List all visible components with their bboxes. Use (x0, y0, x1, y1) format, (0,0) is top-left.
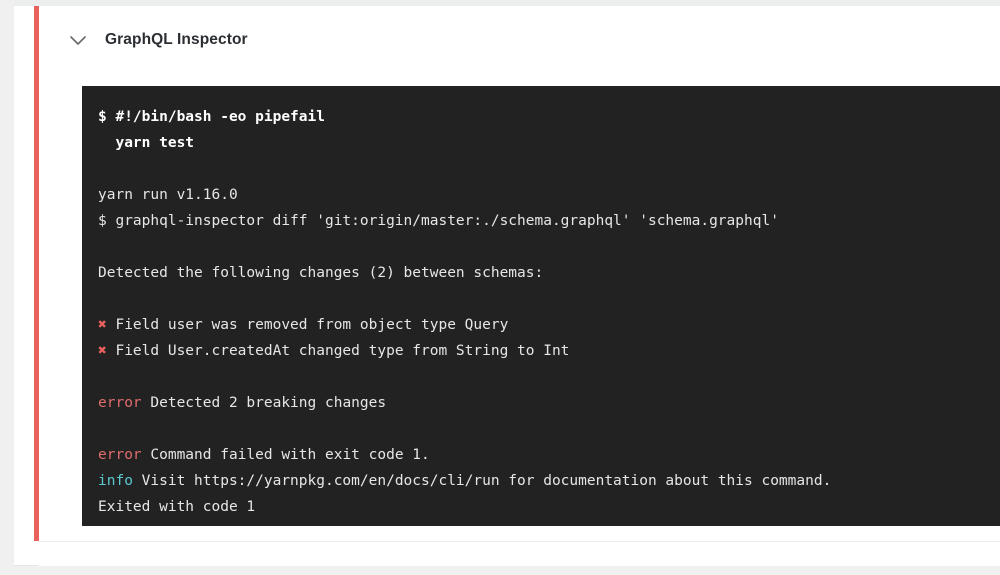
terminal-line: Detected the following changes (2) betwe… (98, 265, 544, 281)
terminal-line: Exited with code 1 (98, 499, 256, 515)
terminal-line: $ graphql-inspector diff 'git:origin/mas… (98, 213, 779, 229)
error-label: error (98, 395, 142, 411)
job-card-footer (39, 541, 1000, 566)
terminal-command-line: $ #!/bin/bash -eo pipefail (98, 109, 325, 125)
terminal-breaking-change-line: ✖ Field user was removed from object typ… (98, 312, 998, 338)
terminal-output[interactable]: $ #!/bin/bash -eo pipefail yarn test yar… (82, 86, 1000, 526)
cross-icon: ✖ (98, 317, 107, 333)
error-label: error (98, 447, 142, 463)
terminal-error-line: error Detected 2 breaking changes (98, 390, 998, 416)
chevron-down-icon[interactable] (65, 27, 91, 53)
terminal-line-text: Field user was removed from object type … (106, 317, 509, 333)
terminal-error-line: error Command failed with exit code 1. (98, 442, 998, 468)
page-bottom-strip (0, 566, 1000, 575)
job-card: GraphQL Inspector $ #!/bin/bash -eo pipe… (14, 6, 1000, 566)
terminal-info-line: info Visit https://yarnpkg.com/en/docs/c… (98, 468, 998, 494)
terminal-line-text: Command failed with exit code 1. (141, 447, 430, 463)
terminal-line-text: Field User.createdAt changed type from S… (106, 343, 570, 359)
job-status-bar (34, 6, 39, 541)
terminal-lines: $ #!/bin/bash -eo pipefail yarn test yar… (98, 104, 998, 520)
terminal-line: yarn run v1.16.0 (98, 187, 238, 203)
top-strip (0, 0, 1000, 6)
cross-icon: ✖ (98, 343, 107, 359)
terminal-blank-line (98, 286, 998, 312)
terminal-breaking-change-line: ✖ Field User.createdAt changed type from… (98, 338, 998, 364)
terminal-blank-line (98, 156, 998, 182)
terminal-blank-line (98, 364, 998, 390)
terminal-blank-line (98, 234, 998, 260)
job-title: GraphQL Inspector (105, 31, 248, 48)
info-label: info (98, 473, 133, 489)
terminal-line-text: Detected 2 breaking changes (141, 395, 387, 411)
left-gutter (0, 0, 14, 575)
job-header-toggle[interactable]: GraphQL Inspector (39, 6, 1000, 74)
terminal-command-line: yarn test (98, 135, 195, 151)
terminal-blank-line (98, 416, 998, 442)
terminal-line-text: Visit https://yarnpkg.com/en/docs/cli/ru… (132, 473, 832, 489)
